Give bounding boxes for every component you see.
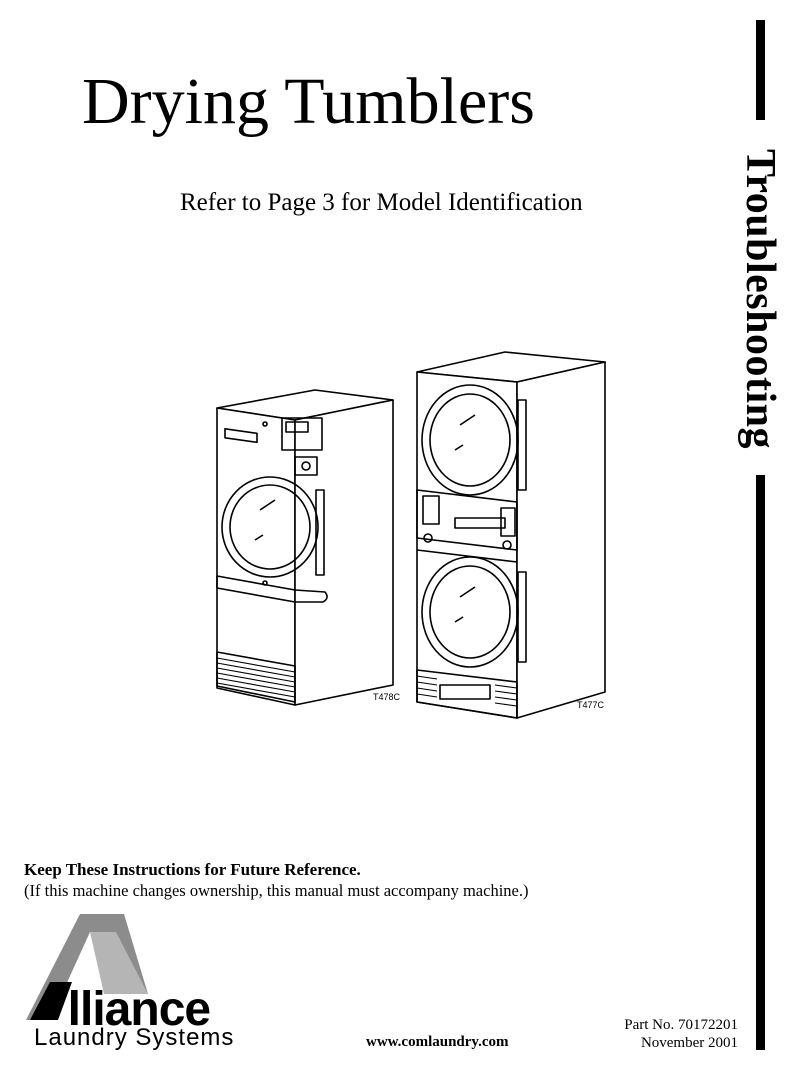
document-title: Drying Tumblers <box>82 65 535 138</box>
section-tab-bar-bottom <box>756 475 765 1050</box>
alliance-logo <box>26 914 148 1020</box>
figure-label-t478c: T478C <box>373 692 401 702</box>
logo-a-shape-dark <box>30 982 72 1020</box>
logo-wordmark-text: lliance <box>67 983 211 1036</box>
document-subtitle: Refer to Page 3 for Model Identification <box>180 189 583 216</box>
single-tumbler-drawing <box>216 389 394 706</box>
section-tab-label: Troubleshooting <box>737 148 783 449</box>
publication-date: November 2001 <box>640 1035 738 1051</box>
logo-wordmark: Alliance <box>34 983 211 1036</box>
figure-label-t477c: T477C <box>577 700 605 710</box>
section-tab: Troubleshooting <box>735 126 785 471</box>
website-url[interactable]: www.comlaundry.com <box>366 1034 509 1050</box>
notice-heading: Keep These Instructions for Future Refer… <box>24 860 361 879</box>
stacked-tumbler-drawing <box>416 351 606 719</box>
part-number: Part No. 70172201 <box>624 1017 738 1033</box>
logo-tagline: Laundry Systems <box>34 1024 235 1051</box>
notice-body: (If this machine changes ownership, this… <box>24 881 529 900</box>
logo-a-shape-right <box>90 932 148 994</box>
dryer-illustration: T478C T477C <box>216 351 606 719</box>
section-tab-bar-top <box>756 20 765 120</box>
